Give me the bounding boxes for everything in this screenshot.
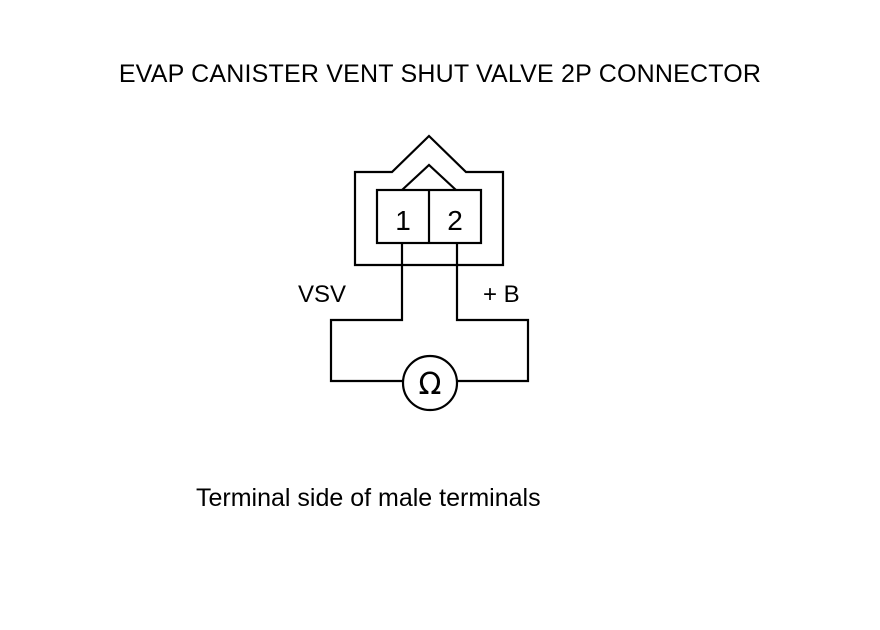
test-lead-left: [329, 243, 404, 383]
pin-1-number: 1: [395, 205, 411, 236]
connector-key-notch: [401, 163, 457, 191]
ohmmeter-icon: [401, 354, 459, 412]
diagram-caption: Terminal side of male terminals: [196, 484, 541, 512]
wire-label-vsv: VSV: [298, 281, 347, 308]
connector-housing: [353, 134, 505, 267]
diagram-title: EVAP CANISTER VENT SHUT VALVE 2P CONNECT…: [118, 60, 762, 88]
ohmmeter-symbol: Ω: [419, 367, 442, 402]
wire-label-plus-b: + B: [483, 281, 520, 308]
test-lead-right: [455, 243, 530, 383]
pin-2-number: 2: [447, 205, 463, 236]
